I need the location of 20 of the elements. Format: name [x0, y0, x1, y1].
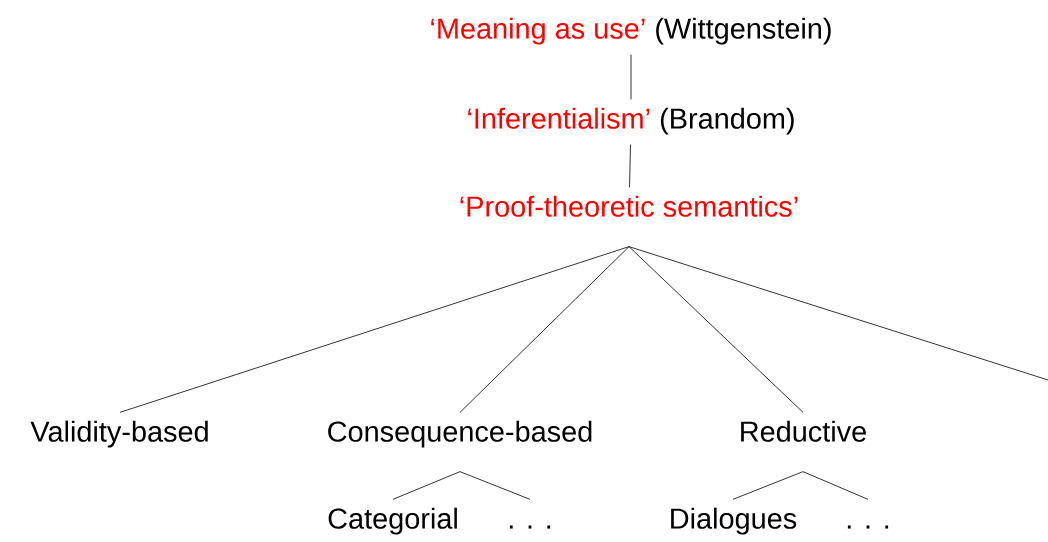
- tree-line: [628, 246, 1048, 381]
- tree-line: [629, 144, 631, 188]
- tree-label: . . .: [847, 525, 889, 529]
- tree-label: Consequence-based: [328, 420, 592, 448]
- tree-line: [119, 246, 630, 413]
- tree-line: [732, 471, 804, 500]
- heading-text: ‘Inferentialism’ (Brandom): [468, 107, 794, 135]
- tree-label: . . .: [509, 525, 551, 529]
- tree-label: Dialogues: [671, 507, 797, 535]
- tree-line: [459, 246, 630, 413]
- tree-label: Validity-based: [30, 420, 208, 448]
- tree-label: Categorial: [328, 507, 457, 535]
- heading-text: ‘Meaning as use’ (Wittgenstein): [431, 17, 831, 45]
- tree-line: [459, 471, 531, 500]
- heading-text: ‘Proof-theoretic semantics’: [460, 195, 798, 217]
- tree-line: [628, 246, 804, 413]
- tree-label: Reductive: [741, 420, 866, 442]
- tree-line: [630, 54, 632, 100]
- tree-line: [802, 471, 869, 500]
- tree-line: [392, 471, 461, 500]
